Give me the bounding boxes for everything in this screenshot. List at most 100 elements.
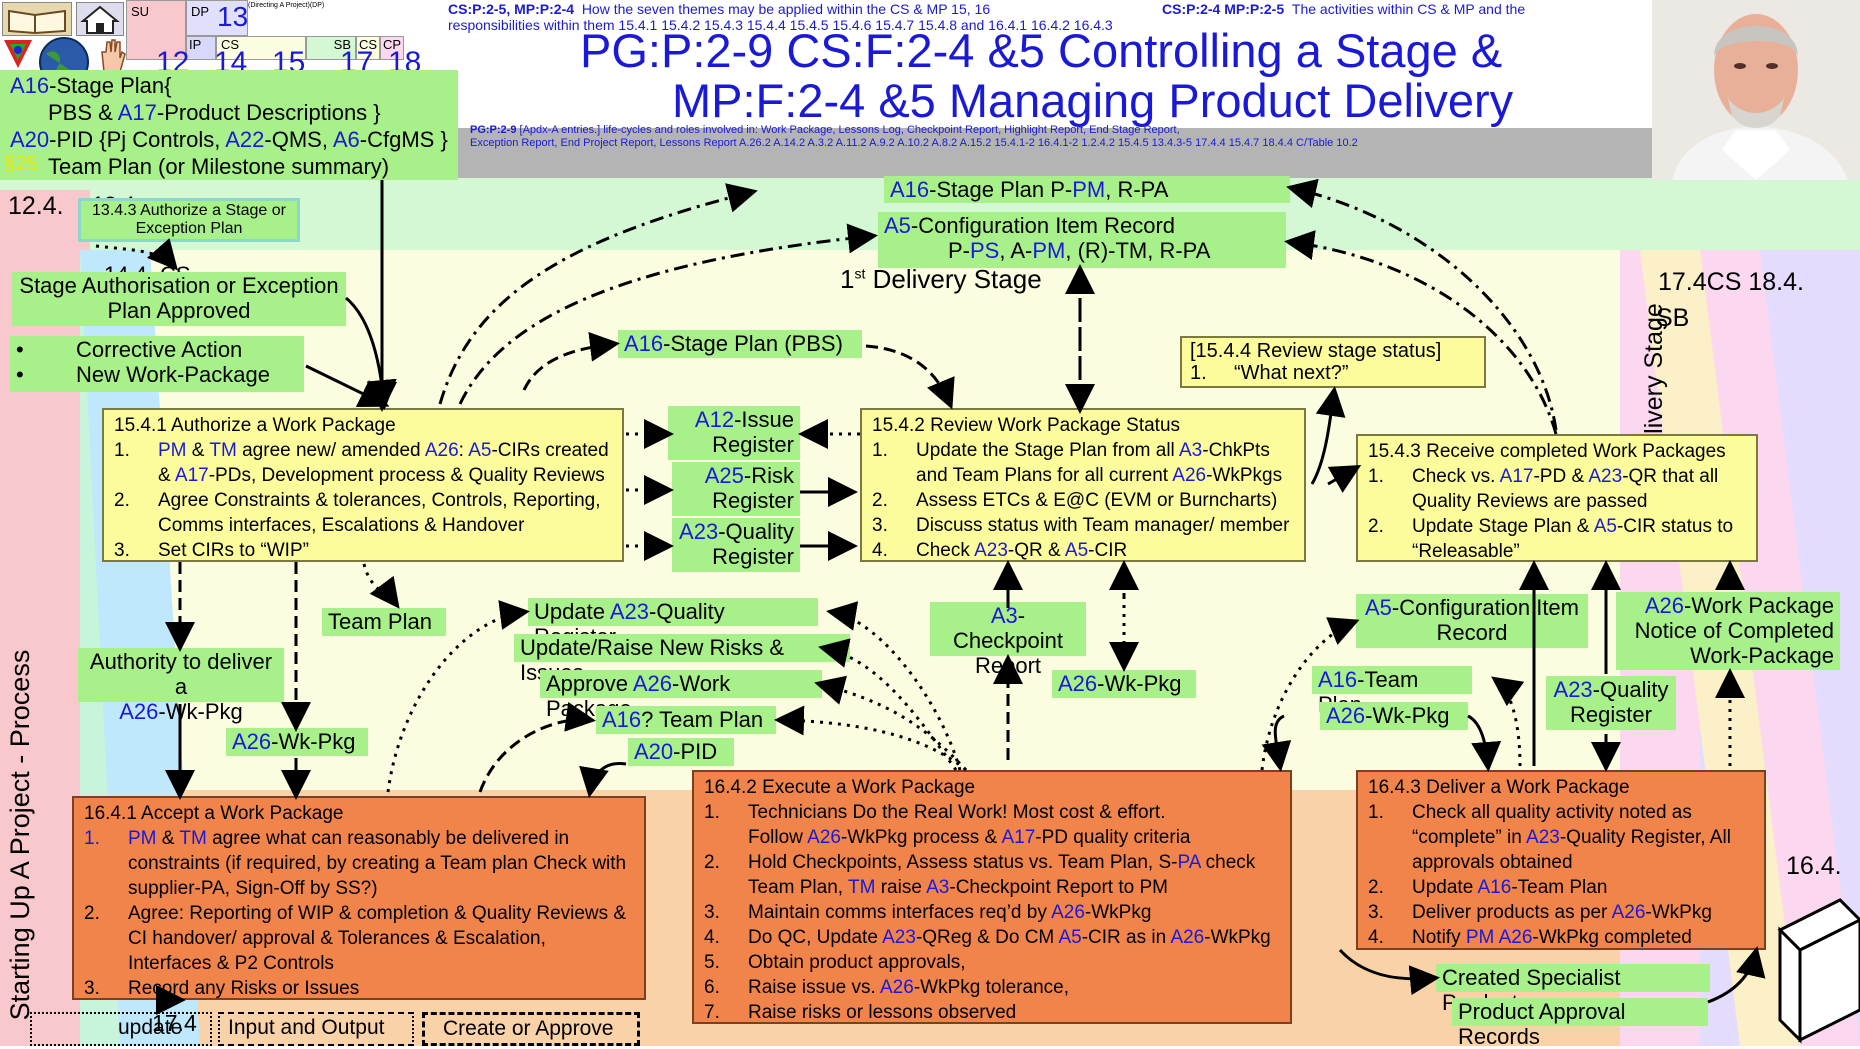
item-text: Agree Constraints & tolerances, Controls… bbox=[158, 490, 601, 511]
item-number bbox=[114, 463, 158, 488]
quality-register-label: A23-Quality Register bbox=[672, 518, 800, 572]
config-item-record-right-label: A5-Configuration Item Record bbox=[1356, 594, 1588, 648]
item-number bbox=[84, 876, 128, 901]
box-15-4-2[interactable]: 15.4.2 Review Work Package Status 1. Updat… bbox=[860, 408, 1306, 562]
item-number bbox=[872, 463, 916, 488]
item-number: 2. bbox=[872, 490, 888, 511]
item-text: Deliver products as per A26-WkPkg bbox=[1412, 902, 1712, 923]
subtitle: PG:P:2-9 [Apdx-A entries.] life-cycles a… bbox=[470, 124, 1358, 149]
top-info-right: CS:P:2-4 MP:P:2-5 The activities within … bbox=[1162, 1, 1526, 17]
process-box-item: 6.Raise issue vs. A26-WkPkg tolerance, bbox=[704, 975, 1280, 1000]
legend-create: Create or Approve bbox=[422, 1012, 640, 1046]
item-number: 3. bbox=[704, 902, 720, 923]
item-number: 2. bbox=[1368, 877, 1384, 898]
item-text: “Releasable” bbox=[1412, 541, 1520, 562]
process-box-item: Comms interfaces, Escalations & Handover bbox=[114, 513, 612, 538]
process-box-item: 2. Update A16-Team Plan bbox=[1368, 875, 1754, 900]
wkpkg-left-label: A26-Wk-Pkg bbox=[226, 728, 368, 756]
item-text: approvals obtained bbox=[1412, 852, 1573, 873]
process-box-item: 1. PM & TM agree what can reasonably be d… bbox=[84, 826, 634, 851]
item-number bbox=[1368, 539, 1412, 564]
item-text: Assess ETCs & E@C (EVM or Burncharts) bbox=[916, 490, 1278, 511]
process-box-item: 1.PM & TM agree new/ amended A26: A5-CIR… bbox=[114, 438, 612, 463]
process-box-item: approvals obtained bbox=[1368, 850, 1754, 875]
legend-update: update bbox=[30, 1012, 212, 1046]
item-text: Technicians Do the Real Work! Most cost … bbox=[748, 802, 1166, 823]
item-text: PM & TM agree what can reasonably be del… bbox=[128, 828, 570, 849]
review-stage-status-box[interactable]: [15.4.4 Review stage status] 1.“What nex… bbox=[1180, 336, 1486, 388]
wkpkg-mid-label: A26-Wk-Pkg bbox=[1052, 670, 1196, 698]
item-text: Agree: Reporting of WIP & completion & Q… bbox=[128, 903, 627, 924]
process-box-item: 3. Discuss status with Team manager/ memb… bbox=[872, 513, 1294, 538]
item-number: 4. bbox=[872, 540, 888, 561]
ip-cell: IP bbox=[186, 36, 216, 60]
item-number: 5. bbox=[704, 952, 720, 973]
item-number bbox=[1368, 489, 1412, 514]
item-text: Check all quality activity noted as bbox=[1412, 802, 1692, 823]
item-number bbox=[1368, 850, 1412, 875]
process-box-item: 5. Obtain product approvals, bbox=[704, 950, 1280, 975]
cp-cell: CP bbox=[380, 36, 404, 60]
item-text: CI handover/ approval & Tolerances & Esc… bbox=[128, 928, 546, 949]
stage-plan-top-label: A16-Stage Plan P-PM, R-PA bbox=[884, 176, 1290, 203]
book-icon[interactable] bbox=[2, 2, 72, 36]
item-number: 1. bbox=[872, 440, 888, 461]
item-number bbox=[84, 926, 128, 951]
item-text: Team Plan, TM raise A3-Checkpoint Report… bbox=[748, 877, 1168, 898]
item-text: Update A16-Team Plan bbox=[1412, 877, 1608, 898]
process-box-title: 15.4.2 Review Work Package Status bbox=[872, 415, 1181, 436]
item-text: Obtain product approvals, bbox=[748, 952, 966, 973]
item-number: 3. bbox=[114, 540, 130, 561]
dp-tiny-text: (Directing A Project)(DP) bbox=[248, 2, 325, 9]
item-text: Discuss status with Team manager/ member bbox=[916, 515, 1290, 536]
item-number: 3. bbox=[1368, 902, 1384, 923]
item-text: Check A23-QR & A5-CIR bbox=[916, 540, 1128, 561]
legend-io: Input and Output bbox=[218, 1012, 414, 1046]
item-number bbox=[114, 513, 158, 538]
item-text: Quality Reviews are passed bbox=[1412, 491, 1648, 512]
quality-register-right-label: A23-Quality Register bbox=[1546, 676, 1676, 730]
item-number: 2. bbox=[1368, 516, 1384, 537]
delivery-stage-label: 1st Delivery Stage bbox=[840, 264, 1042, 294]
process-box-item: Interfaces & P2 Controls bbox=[84, 951, 634, 976]
process-box-title: 15.4.3 Receive completed Work Packages bbox=[1368, 441, 1726, 462]
process-box-item: & A17-PDs, Development process & Quality… bbox=[114, 463, 612, 488]
item-text: Update the Stage Plan from all A3-ChkPts bbox=[916, 440, 1270, 461]
item-text: “complete” in A23-Quality Register, All bbox=[1412, 827, 1731, 848]
presenter-photo bbox=[1652, 0, 1860, 180]
cs2-cell: CS bbox=[356, 36, 380, 60]
process-box-item: 2.Agree Constraints & tolerances, Contro… bbox=[114, 488, 612, 513]
stage-plan-pbs-label: A16-Stage Plan (PBS) bbox=[618, 330, 862, 358]
inputs-box: A16-Stage Plan{ PBS & A17-Product Descri… bbox=[0, 70, 458, 180]
item-text: Set CIRs to “WIP” bbox=[158, 540, 309, 561]
section-sb: SB bbox=[1656, 304, 1690, 332]
created-products-label: Created Specialist Products bbox=[1436, 964, 1710, 1015]
item-number: 2. bbox=[704, 852, 720, 873]
section-124: 12.4. bbox=[8, 192, 64, 220]
home-icon[interactable] bbox=[76, 2, 124, 36]
item-text: Raise risks or lessons observed bbox=[748, 1002, 1017, 1023]
item-text: Record any Risks or Issues bbox=[128, 978, 360, 999]
update-quality-register-label: Update A23-Quality Register bbox=[528, 598, 818, 649]
item-text: Follow A26-WkPkg process & A17-PD qualit… bbox=[748, 827, 1191, 848]
item-number: 1. bbox=[84, 828, 100, 849]
item-number: 1. bbox=[704, 802, 720, 823]
authority-to-deliver-label: Authority to deliver a A26-Wk-Pkg bbox=[78, 648, 284, 724]
title-line-2: MP:F:2-4 &5 Managing Product Delivery bbox=[672, 74, 1514, 127]
section-right: 17.4CS 18.4. bbox=[1658, 268, 1804, 296]
process-box-item: 1.Check all quality activity noted as bbox=[1368, 800, 1754, 825]
item-number: 3. bbox=[872, 515, 888, 536]
item-text: constraints (if required, by creating a … bbox=[128, 853, 627, 874]
raise-risks-label: Update/Raise New Risks & Issues bbox=[514, 634, 850, 685]
authorize-stage-box[interactable]: 13.4.3 Authorize a Stage or Exception Pl… bbox=[78, 198, 300, 242]
config-item-record-label: A5-Configuration Item Record P-PS, A-PM,… bbox=[878, 212, 1286, 268]
team-plan-label: Team Plan bbox=[322, 608, 446, 636]
process-box-item: 2. Assess ETCs & E@C (EVM or Burncharts) bbox=[872, 488, 1294, 513]
